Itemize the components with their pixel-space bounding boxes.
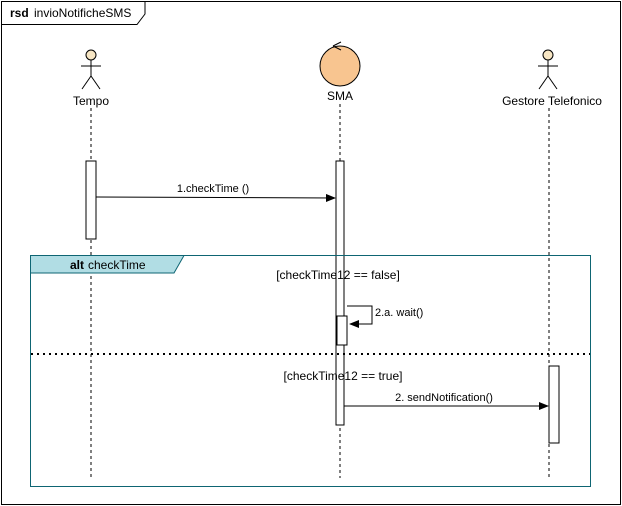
fragment-operator: alt — [70, 258, 84, 272]
control-icon-sma — [319, 41, 361, 87]
message-arrow-checktime — [95, 193, 336, 202]
guard-true: [checkTime12 == true] — [284, 369, 403, 383]
actor-icon-tempo — [81, 49, 101, 90]
participant-label-tempo: Tempo — [73, 94, 109, 108]
activation-sma-wait — [336, 315, 348, 346]
frame-keyword: rsd — [10, 6, 29, 20]
frame-name: invioNotificheSMS — [34, 6, 131, 20]
guard-false: [checkTime12 == false] — [276, 268, 400, 282]
activation-sma — [335, 160, 345, 426]
activation-tempo — [85, 160, 97, 240]
message-arrow-wait — [347, 305, 373, 328]
fragment-name: checkTime — [88, 258, 146, 272]
activation-gestore — [548, 365, 560, 444]
participant-label-gestore: Gestore Telefonico — [502, 94, 602, 108]
alt-fragment: alt checkTime [checkTime12 == false] [ch… — [30, 255, 591, 487]
message-label-checktime: 1.checkTime () — [177, 183, 249, 195]
message-label-wait: 2.a. wait() — [375, 307, 423, 319]
participant-label-sma: SMA — [327, 89, 353, 103]
actor-icon-gestore — [538, 49, 558, 90]
message-label-sendnotification: 2. sendNotification() — [395, 392, 493, 404]
